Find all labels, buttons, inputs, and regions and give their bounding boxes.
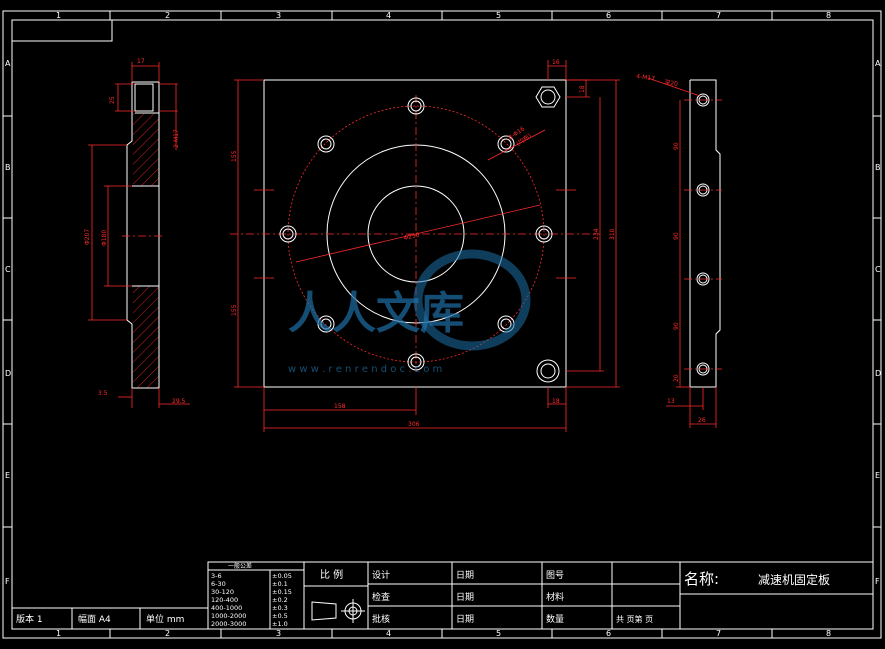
row-label: E xyxy=(875,471,880,480)
col-label: 6 xyxy=(606,11,611,20)
dim-label: 310 xyxy=(609,228,616,240)
tolerance-range: 1000-2000 xyxy=(211,612,246,620)
col-label: 1 xyxy=(56,11,61,20)
row-label: C xyxy=(875,265,881,274)
scale-label: 比 例 xyxy=(320,568,343,581)
dim-label: 17 xyxy=(137,58,145,65)
dim-label: 155 xyxy=(231,150,238,162)
row-label: D xyxy=(5,369,11,378)
tolerance-title: 一般公差 xyxy=(228,562,252,570)
tolerance-range: 400-1000 xyxy=(211,604,242,612)
quantity-label: 数量 xyxy=(546,613,564,625)
tolerance-value: ±0.1 xyxy=(272,580,288,588)
date-label: 日期 xyxy=(456,570,474,581)
dim-label: 13 xyxy=(667,398,675,405)
dim-label: 234 xyxy=(593,228,600,240)
col-label: 4 xyxy=(386,629,391,638)
col-label: 2 xyxy=(165,629,170,638)
tolerance-range: 6-30 xyxy=(211,580,226,588)
dim-label: 90 xyxy=(673,142,680,150)
dim-label: 深20 xyxy=(664,78,679,88)
col-label: 3 xyxy=(276,11,281,20)
watermark xyxy=(413,249,531,351)
dim-label: 18 xyxy=(579,85,586,93)
row-label: E xyxy=(5,471,10,480)
check-label: 检查 xyxy=(372,591,390,603)
row-label: B xyxy=(5,163,11,172)
col-label: 5 xyxy=(496,629,501,638)
tolerance-range: 120-400 xyxy=(211,596,238,604)
row-ticks xyxy=(3,115,881,528)
title-block xyxy=(11,561,874,630)
col-label: 6 xyxy=(606,629,611,638)
watermark-text: 人人文库 xyxy=(288,288,464,339)
col-label: 7 xyxy=(716,11,721,20)
dim-label: 20 xyxy=(673,374,680,382)
tolerance-value: ±0.5 xyxy=(272,612,288,620)
col-label: 7 xyxy=(716,629,721,638)
approve-label: 批核 xyxy=(372,613,390,625)
dim-label: 90 xyxy=(673,232,680,240)
right-side-view xyxy=(647,77,722,428)
paper-label: 幅面 A4 xyxy=(78,613,111,625)
part-name: 减速机固定板 xyxy=(758,572,830,587)
col-label: 2 xyxy=(165,11,170,20)
side-section-view xyxy=(88,62,190,408)
dim-label: 90 xyxy=(673,322,680,330)
dim-label: 158 xyxy=(334,403,346,410)
tolerance-value: ±1.0 xyxy=(272,620,288,628)
date-label: 日期 xyxy=(456,614,474,625)
row-label: C xyxy=(5,265,11,274)
dim-label: 4-M17 xyxy=(636,73,656,83)
dim-label: 18 xyxy=(552,398,560,405)
col-label: 5 xyxy=(496,11,501,20)
tolerance-value: ±0.05 xyxy=(272,572,292,580)
name-label: 名称: xyxy=(684,570,719,588)
watermark-url: w w w . r e n r e n d o c . c o m xyxy=(288,364,442,375)
dim-label: Φ180 xyxy=(101,230,108,246)
row-label: B xyxy=(875,163,881,172)
corner-box xyxy=(11,19,113,42)
design-label: 设计 xyxy=(372,569,390,581)
dim-label: 306 xyxy=(408,421,420,428)
dim-label: 26 xyxy=(698,417,706,424)
dim-label: 16 xyxy=(552,59,560,66)
dim-label: 155 xyxy=(231,304,238,316)
version-label: 版本 1 xyxy=(16,613,43,625)
dim-label: 3.5 xyxy=(98,390,108,397)
drawing-no-label: 图号 xyxy=(546,570,564,581)
tolerance-range: 3-6 xyxy=(211,572,222,580)
dim-label: Φ207 xyxy=(84,229,91,245)
tolerance-value: ±0.15 xyxy=(272,588,292,596)
tolerance-range: 30-120 xyxy=(211,588,234,596)
date-label: 日期 xyxy=(456,592,474,603)
column-ticks xyxy=(109,11,773,638)
material-label: 材料 xyxy=(546,591,564,603)
row-label: F xyxy=(875,577,880,586)
pages-label: 共 页第 页 xyxy=(616,614,653,624)
col-label: 4 xyxy=(386,11,391,20)
dim-label: 2-M17 xyxy=(173,129,180,148)
row-label: A xyxy=(5,59,11,68)
dim-label: Φ256 xyxy=(403,231,421,242)
tolerance-value: ±0.3 xyxy=(272,604,288,612)
col-label: 1 xyxy=(56,629,61,638)
unit-label: 单位 mm xyxy=(146,613,184,625)
row-label: A xyxy=(875,59,881,68)
row-label: F xyxy=(5,577,10,586)
row-label: D xyxy=(875,369,881,378)
dim-label: 25 xyxy=(109,96,116,104)
tolerance-value: ±0.2 xyxy=(272,596,288,604)
dim-label: 29.5 xyxy=(172,398,186,405)
tolerance-range: 2000-3000 xyxy=(211,620,246,628)
col-label: 3 xyxy=(276,629,281,638)
col-label: 8 xyxy=(826,11,831,20)
col-label: 8 xyxy=(826,629,831,638)
front-view xyxy=(230,60,620,432)
